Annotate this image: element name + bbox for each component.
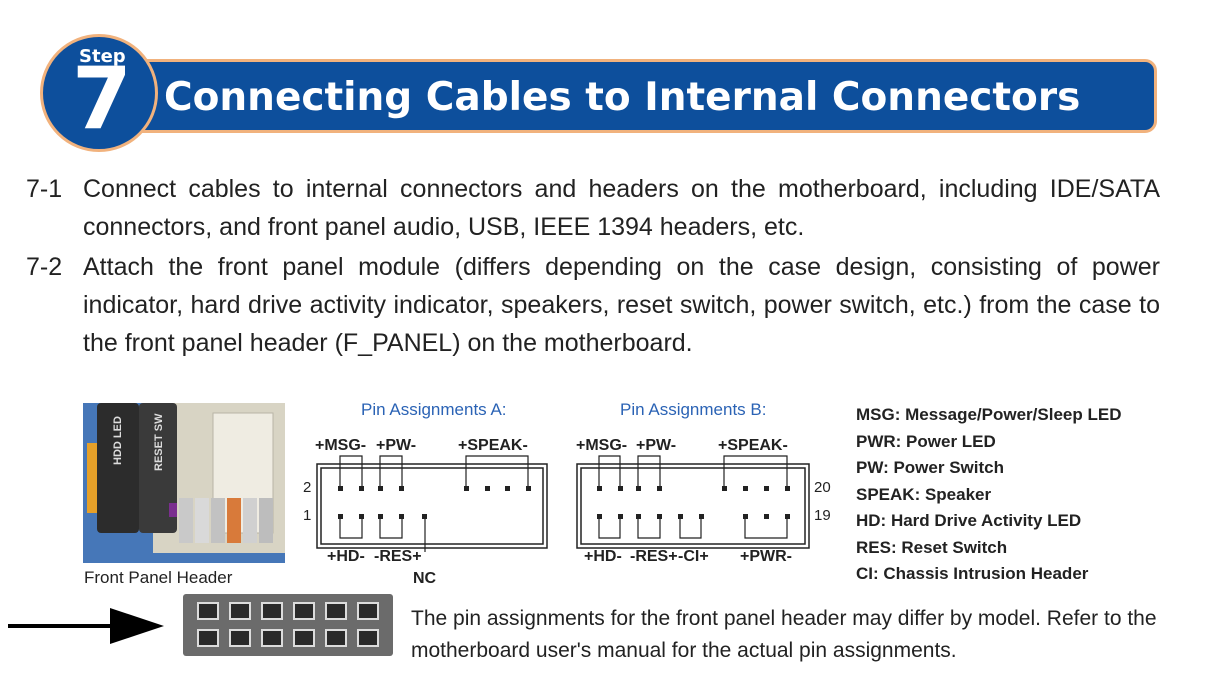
label-res: -RES+ <box>374 548 422 565</box>
legend-item: HD: Hard Drive Activity LED <box>856 511 1082 530</box>
label-ci: -CI+ <box>678 548 709 565</box>
pin-assignment-note: The pin assignments for the front panel … <box>411 607 1157 662</box>
pin-socket <box>261 602 283 620</box>
label-speak: +SPEAK- <box>718 437 788 454</box>
arrow-right-icon <box>110 608 164 644</box>
pin-socket <box>325 629 347 647</box>
pin-socket <box>261 629 283 647</box>
cable-label-hdd-led: HDD LED <box>112 416 124 465</box>
instruction-text: Attach the front panel module (differs d… <box>83 253 1160 357</box>
photo-caption: Front Panel Header <box>84 568 233 587</box>
diagram-b-title: Pin Assignments B: <box>620 400 767 419</box>
pin-socket <box>229 629 251 647</box>
page-title: Connecting Cables to Internal Connectors <box>164 75 1081 120</box>
step-word: Step <box>79 46 126 67</box>
banner-bar <box>60 59 1157 133</box>
step-number: 7 <box>72 49 132 149</box>
pin-socket <box>197 629 219 647</box>
instruction-text: Connect cables to internal connectors an… <box>83 175 1160 241</box>
row-number-2: 2 <box>303 479 311 496</box>
label-msg: +MSG- <box>315 437 366 454</box>
label-pwr: +PWR- <box>740 548 792 565</box>
pin-diagram-b: +MSG- +PW- +SPEAK- 20 19 +HD- -RES+ -CI+… <box>576 437 831 565</box>
pin-socket <box>197 602 219 620</box>
cable-label-reset-sw: RESET SW <box>153 413 165 471</box>
label-msg: +MSG- <box>576 437 627 454</box>
legend-item: MSG: Message/Power/Sleep LED <box>856 405 1122 424</box>
legend-item: SPEAK: Speaker <box>856 484 992 504</box>
instruction-number: 7-2 <box>26 253 63 281</box>
label-nc: NC <box>413 570 437 587</box>
legend-item: PWR: Power LED <box>856 431 996 451</box>
pin-socket <box>293 629 315 647</box>
row-number-19: 19 <box>814 507 831 524</box>
legend-item: RES: Reset Switch <box>856 537 1008 557</box>
pin-socket <box>293 602 315 620</box>
pin-socket <box>229 602 251 620</box>
arrow-line <box>8 624 118 628</box>
row-number-20: 20 <box>814 479 831 496</box>
label-hd: +HD- <box>327 548 365 565</box>
instruction-number: 7-1 <box>26 175 63 203</box>
label-res: -RES+ <box>630 548 678 565</box>
step-badge <box>40 34 158 152</box>
front-panel-header-photo: HDD LED RESET SW <box>83 403 285 563</box>
diagram-a-title: Pin Assignments A: <box>361 400 507 419</box>
step-banner: Step 7 Connecting Cables to Internal Con… <box>0 0 1205 170</box>
pin-socket <box>357 602 379 620</box>
label-speak: +SPEAK- <box>458 437 528 454</box>
header-pins-photo <box>183 594 393 656</box>
label-pw: +PW- <box>376 437 416 454</box>
legend-item: PW: Power Switch <box>856 458 1004 477</box>
pin-diagram-a: +MSG- +PW- +SPEAK- 2 1 +HD- -RES+ NC <box>303 437 548 587</box>
pin-socket <box>357 629 379 647</box>
row-number-1: 1 <box>303 507 311 524</box>
label-hd: +HD- <box>584 548 622 565</box>
pin-socket <box>325 602 347 620</box>
legend-item: CI: Chassis Intrusion Header <box>856 564 1089 583</box>
pin-legend: MSG: Message/Power/Sleep LED PWR: Power … <box>856 402 1121 588</box>
label-pw: +PW- <box>636 437 676 454</box>
